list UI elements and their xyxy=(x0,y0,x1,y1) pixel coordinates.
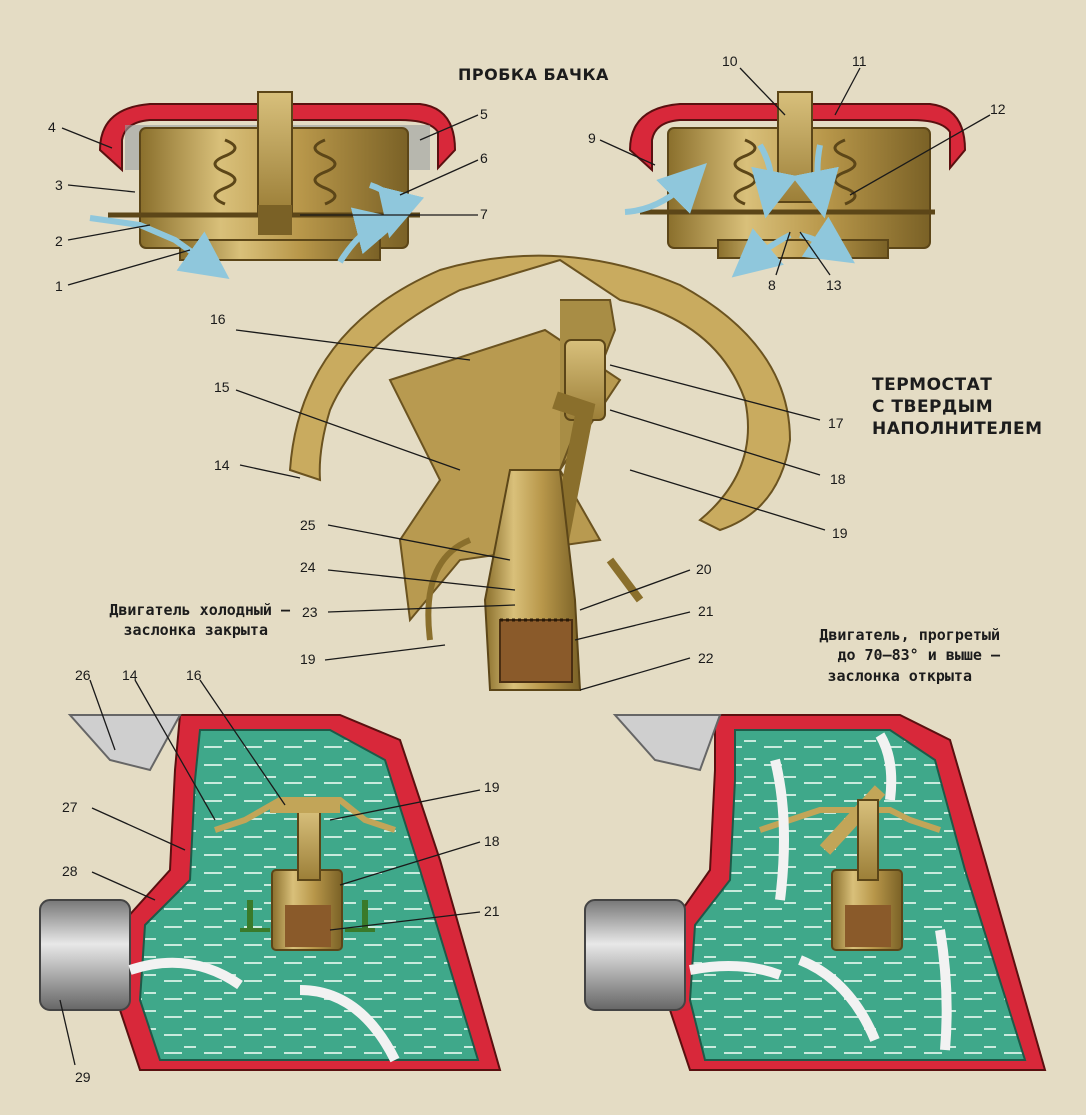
housing-closed xyxy=(39,714,502,1071)
callout-1: 1 xyxy=(55,278,63,294)
caption-warm-line3: заслонка открыта xyxy=(827,666,973,685)
callout-7: 7 xyxy=(480,206,488,222)
callout-15: 15 xyxy=(214,379,230,395)
callout-16-housing: 16 xyxy=(186,667,202,683)
callout-27: 27 xyxy=(62,799,78,815)
caption-cold-line1: Двигатель холодный — xyxy=(109,601,290,619)
callout-6: 6 xyxy=(480,150,488,166)
callout-10: 10 xyxy=(722,53,738,69)
callout-18: 18 xyxy=(830,471,846,487)
caption-warm-line2: до 70—83° и выше — xyxy=(837,646,1000,665)
callout-25: 25 xyxy=(300,517,316,533)
callout-5: 5 xyxy=(480,106,488,122)
callout-13: 13 xyxy=(826,277,842,293)
callout-3: 3 xyxy=(55,177,63,193)
callout-19-thermostat: 19 xyxy=(300,651,316,667)
callout-21: 21 xyxy=(698,603,714,619)
callout-21-housing: 21 xyxy=(484,903,500,919)
tank-cap-left xyxy=(89,91,457,279)
callout-2: 2 xyxy=(55,233,63,249)
callout-4: 4 xyxy=(48,119,56,135)
housing-open xyxy=(584,714,1047,1071)
caption-cold-line2: заслонка закрыта xyxy=(123,621,269,640)
caption-warm-line1: Двигатель, прогретый xyxy=(819,626,1000,644)
caption-warm: Двигатель, прогретый до 70—83° и выше — … xyxy=(760,625,1000,686)
caption-cold: Двигатель холодный — заслонка закрыта xyxy=(55,600,290,641)
tank-cap-right xyxy=(624,91,967,278)
thermostat-title-line1: ТЕРМОСТАТ xyxy=(872,375,993,395)
callout-20: 20 xyxy=(696,561,712,577)
cap-title: ПРОБКА БАЧКА xyxy=(458,65,609,84)
callout-19-housing: 19 xyxy=(484,779,500,795)
callout-14-housing: 14 xyxy=(122,667,138,683)
callout-26: 26 xyxy=(75,667,91,683)
leader-lines xyxy=(59,67,991,1066)
callout-14: 14 xyxy=(214,457,230,473)
callout-28: 28 xyxy=(62,863,78,879)
callout-22: 22 xyxy=(698,650,714,666)
callout-9: 9 xyxy=(588,130,596,146)
callout-18-housing: 18 xyxy=(484,833,500,849)
thermostat-cutaway xyxy=(288,254,792,691)
callout-17: 17 xyxy=(828,415,844,431)
callout-19: 19 xyxy=(832,525,848,541)
callout-29: 29 xyxy=(75,1069,91,1085)
callout-8: 8 xyxy=(768,277,776,293)
callout-11: 11 xyxy=(852,53,867,69)
thermostat-title-line3: НАПОЛНИТЕЛЕМ xyxy=(872,419,1043,439)
callout-12: 12 xyxy=(990,101,1006,117)
callout-24: 24 xyxy=(300,559,316,575)
callout-23: 23 xyxy=(302,604,318,620)
thermostat-title-line2: С ТВЕРДЫМ xyxy=(872,397,994,417)
callout-16: 16 xyxy=(210,311,226,327)
